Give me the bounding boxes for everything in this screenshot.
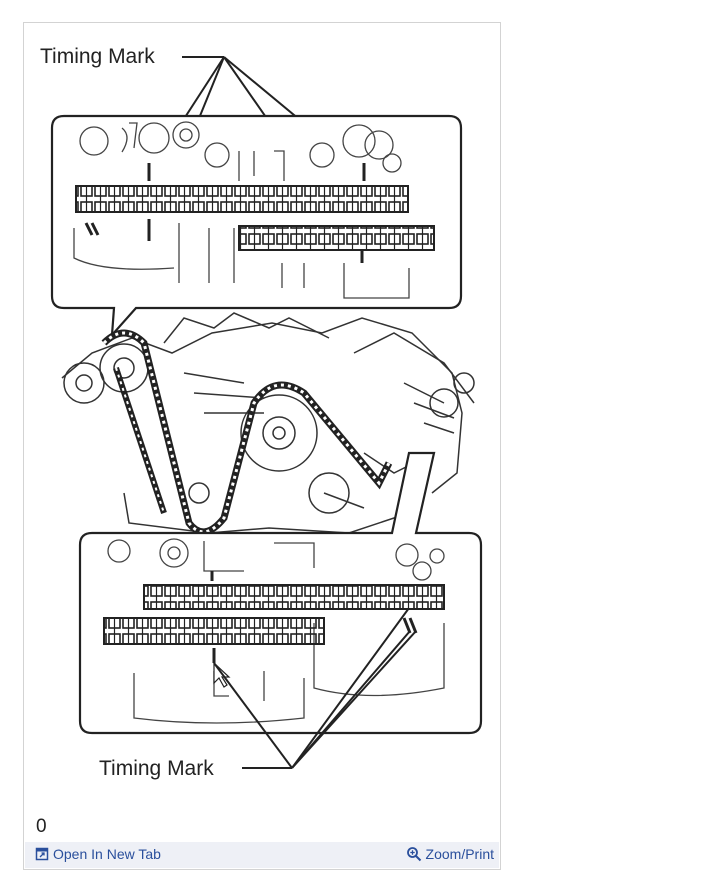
zoom-print-link[interactable]: Zoom/Print [406,846,494,862]
open-in-new-tab-link[interactable]: Open In New Tab [35,846,161,862]
timing-mark-label-top: Timing Mark [40,45,155,68]
image-viewer: Timing Mark [23,22,501,870]
timing-chain-diagram: Timing Mark [40,45,483,780]
magnifier-plus-icon [406,847,421,862]
timing-mark-ticks-bottom [210,571,418,663]
image-toolbar: Open In New Tab Zoom/Print [25,842,499,868]
bottom-callout [78,451,483,735]
zoom-print-label: Zoom/Print [425,846,494,862]
leader-lines-bottom [213,607,417,769]
timing-chain [101,329,393,536]
open-in-new-tab-label: Open In New Tab [53,846,161,862]
top-callout [50,114,463,339]
open-in-new-tab-icon [35,847,49,861]
image-caption: 0 [36,816,47,837]
timing-mark-label-bottom: Timing Mark [99,757,214,780]
timing-mark-ticks-top [84,163,366,263]
